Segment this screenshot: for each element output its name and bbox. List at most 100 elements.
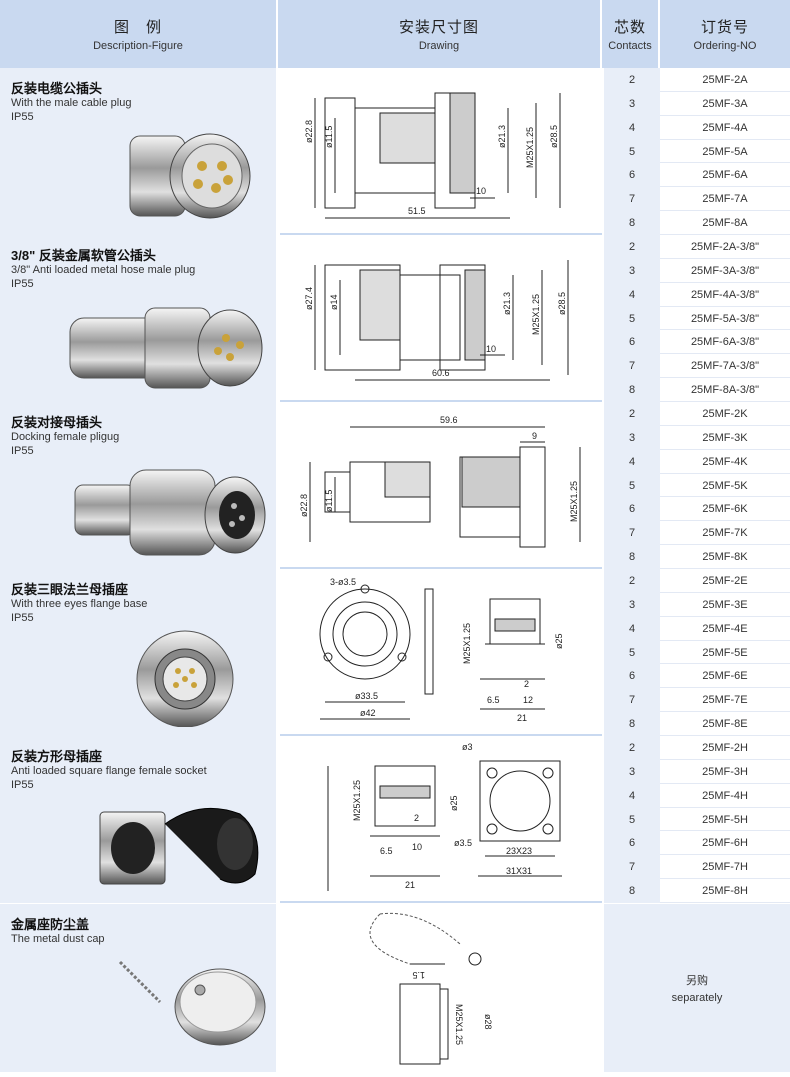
- ordering-number-cell: 25MF-3H: [702, 765, 748, 778]
- metal-dust-cap-figure: [118, 960, 266, 1046]
- contacts-cell: 7: [604, 855, 660, 880]
- description-cell: 金属座防尘盖 The metal dust cap: [0, 904, 278, 1072]
- description-cell: 3/8" 反装金属软管公插头 3/8" Anti loaded metal ho…: [0, 235, 278, 402]
- contacts-cell: 7: [604, 187, 660, 212]
- header-description-en: Description-Figure: [93, 40, 183, 52]
- contacts-cell: 7: [604, 354, 660, 379]
- contacts-cell: 4: [604, 783, 660, 808]
- dim-label: 6.5: [487, 695, 500, 705]
- contacts-cell: 8: [604, 879, 660, 904]
- product-name-en: Docking female pligug: [11, 431, 120, 443]
- contacts-cell: 2: [604, 736, 660, 760]
- contacts-cell: 7: [604, 688, 660, 713]
- product-row-three-eye-flange-base: 反装三眼法兰母插座 With three eyes flange base IP…: [0, 569, 790, 736]
- ordering-number-cell: 25MF-8A: [702, 217, 748, 230]
- contacts-cell: 4: [604, 115, 660, 140]
- ordering-number-cell: 25MF-2E: [702, 574, 748, 587]
- ordering-number-cell: 25MF-5H: [702, 813, 748, 826]
- docking-female-plug-figure: [74, 469, 266, 556]
- ordering-number-cell: 25MF-6H: [702, 837, 748, 850]
- ordering-number-cell: 25MF-4K: [702, 455, 748, 468]
- drawing-cell: ø27.4 ø14 ø21.3 M25X1.25 ø28.5 10 60.6: [280, 235, 602, 402]
- table-header: 图 例 Description-Figure 安装尺寸图 Drawing 芯数 …: [0, 0, 790, 68]
- dim-label: 2: [414, 813, 419, 823]
- dim-label: ø21.3: [502, 292, 512, 315]
- dim-label: ø25: [449, 795, 459, 811]
- contacts-cell: 5: [604, 640, 660, 665]
- order-row: 7 25MF-7H: [604, 855, 790, 880]
- contacts-cell: 4: [604, 449, 660, 474]
- dim-label: 59.6: [440, 415, 458, 425]
- product-name-zh: 反装三眼法兰母插座: [11, 582, 129, 597]
- contacts-cell: 6: [604, 664, 660, 689]
- dim-label: 51.5: [408, 206, 426, 216]
- contacts-cell: 8: [604, 545, 660, 570]
- dim-label: 60.6: [432, 368, 450, 378]
- header-drawing-zh: 安装尺寸图: [398, 19, 479, 36]
- three-eye-flange-base-drawing: 3-ø3.5 ø33.5 ø42 M25X1.25 ø25 2 6.5 12 2…: [319, 577, 564, 723]
- order-row: 7 25MF-7A: [604, 187, 790, 212]
- dim-label: ø3.5: [454, 838, 472, 848]
- ordering-number-cell: 25MF-2A: [702, 73, 748, 86]
- dim-label: 10: [486, 344, 496, 354]
- ordering-number-cell: 25MF-5K: [702, 479, 748, 492]
- description-cell: 反装方形母插座 Anti loaded square flange female…: [0, 736, 278, 903]
- drawing-cell: 3-ø3.5 ø33.5 ø42 M25X1.25 ø25 2 6.5 12 2…: [280, 569, 602, 736]
- ordering-number-cell: 25MF-4E: [702, 622, 748, 635]
- ordering-number-cell: 25MF-2H: [702, 741, 748, 754]
- dim-label: ø21.3: [497, 125, 507, 148]
- drawing-cell: ø22.8 ø11.5 ø21.3 M25X1.25 ø28.5 10 51.5: [280, 68, 602, 235]
- contacts-cell: 6: [604, 497, 660, 522]
- contacts-cell: 6: [604, 831, 660, 856]
- ordering-number-cell: 25MF-7H: [702, 861, 748, 874]
- male-cable-plug-drawing: ø22.8 ø11.5 ø21.3 M25X1.25 ø28.5 10 51.5: [304, 92, 561, 219]
- contacts-cell: 6: [604, 163, 660, 188]
- metal-dust-cap-drawing: 1.5 M25X1.25 ø28: [369, 912, 493, 1065]
- product-row-square-flange-socket: 反装方形母插座 Anti loaded square flange female…: [0, 736, 790, 903]
- ordering-number-cell: 25MF-6A-3/8": [690, 336, 760, 349]
- ordering-number-cell: 25MF-5A-3/8": [690, 312, 760, 325]
- ip-rating: IP55: [11, 612, 34, 624]
- ordering-number-cell: 25MF-6A: [702, 169, 748, 182]
- dim-label: ø14: [329, 294, 339, 310]
- header-ordering-en: Ordering-NO: [693, 40, 757, 52]
- dim-label: ø22.8: [299, 494, 309, 517]
- dim-label: 6.5: [380, 846, 393, 856]
- dust-cap-note: 另购 separately: [604, 904, 790, 1072]
- header-description-zh: 图 例: [113, 19, 162, 36]
- contacts-cell: 2: [604, 402, 660, 426]
- contacts-cell: 2: [604, 235, 660, 259]
- product-name-zh: 金属座防尘盖: [11, 917, 90, 932]
- product-name-zh: 反装方形母插座: [11, 749, 103, 764]
- docking-female-plug-drawing: 59.6 9 ø22.8 ø11.5 M25X1.25: [299, 415, 581, 548]
- ordering-number-cell: 25MF-7A: [702, 193, 748, 206]
- contacts-cell: 2: [604, 68, 660, 92]
- dim-label: 10: [476, 186, 486, 196]
- ordering-number-cell: 25MF-6K: [702, 503, 748, 516]
- contacts-cell: 3: [604, 759, 660, 784]
- order-row: 3 25MF-3H: [604, 759, 790, 784]
- square-flange-socket-figure: [99, 807, 259, 885]
- dim-label: ø25: [554, 633, 564, 649]
- ip-rating: IP55: [11, 111, 34, 123]
- drawing-cell: 1.5 M25X1.25 ø28: [280, 904, 602, 1072]
- contacts-cell: 3: [604, 592, 660, 617]
- drawing-cell: ø3 M25X1.25 ø25 2 6.5 10 ø3.5 21 23X23 3…: [280, 736, 602, 903]
- dim-label: ø3: [462, 742, 473, 752]
- metal-hose-male-plug-figure: [69, 307, 263, 389]
- product-name-zh: 反装对接母插头: [11, 415, 103, 430]
- contacts-cell: 3: [604, 425, 660, 450]
